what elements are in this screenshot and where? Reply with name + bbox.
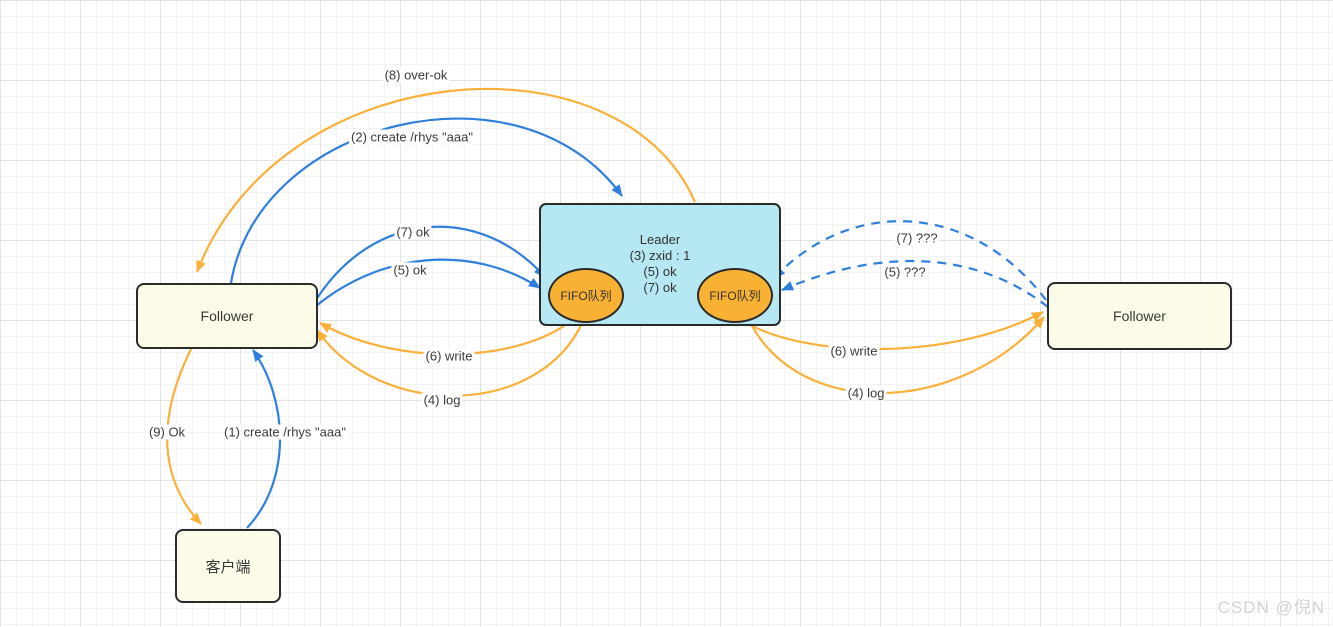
edge-label-5-question: (5) ??? bbox=[882, 264, 928, 280]
edge-8-over-ok bbox=[195, 87, 697, 273]
leader-text: Leader (3) zxid : 1 (5) ok (7) ok bbox=[541, 232, 779, 296]
edge-7-question bbox=[773, 220, 1047, 301]
edge-label-4-log-left: (4) log bbox=[421, 392, 463, 408]
fifo-queue-right-label: FIFO队列 bbox=[709, 289, 761, 303]
edge-5-ok bbox=[315, 258, 541, 307]
client-node: 客户端 bbox=[175, 529, 281, 603]
fifo-queue-right: FIFO队列 bbox=[697, 268, 773, 323]
leader-node: Leader (3) zxid : 1 (5) ok (7) ok FIFO队列… bbox=[539, 203, 781, 326]
edge-1-create-rhys bbox=[246, 349, 282, 529]
edge-label-7-question: (7) ??? bbox=[894, 230, 940, 246]
edge-label-1-create: (1) create /rhys "aaa" bbox=[222, 424, 348, 440]
edge-label-8-over-ok: (8) over-ok bbox=[382, 67, 450, 83]
edge-label-7-ok: (7) ok bbox=[394, 224, 432, 240]
follower-left-node: Follower bbox=[136, 283, 318, 349]
edge-5-question bbox=[781, 259, 1049, 308]
edge-label-6-write-right: (6) write bbox=[828, 343, 880, 359]
edge-9-ok bbox=[166, 344, 202, 525]
fifo-queue-left: FIFO队列 bbox=[548, 268, 624, 323]
follower-right-label: Follower bbox=[1113, 308, 1166, 324]
edge-label-6-write-left: (6) write bbox=[423, 348, 475, 364]
edge-label-9-ok: (9) Ok bbox=[146, 424, 188, 440]
follower-right-node: Follower bbox=[1047, 282, 1232, 350]
follower-left-label: Follower bbox=[200, 308, 254, 324]
edge-label-4-log-right: (4) log bbox=[845, 385, 887, 401]
leader-zxid: (3) zxid : 1 bbox=[629, 248, 691, 263]
edge-2-create-rhys bbox=[229, 117, 623, 284]
edge-4-log-right bbox=[749, 316, 1045, 395]
edge-label-2-create: (2) create /rhys "aaa" bbox=[349, 129, 475, 145]
fifo-queue-left-label: FIFO队列 bbox=[560, 289, 612, 303]
leader-title: Leader bbox=[639, 232, 681, 247]
edge-6-write-right bbox=[741, 311, 1044, 351]
csdn-watermark: CSDN @倪N bbox=[1217, 598, 1325, 617]
leader-ok-7: (7) ok bbox=[643, 280, 677, 295]
edge-label-5-ok: (5) ok bbox=[391, 262, 429, 278]
leader-ok-5: (5) ok bbox=[643, 264, 677, 279]
client-label: 客户端 bbox=[205, 558, 251, 576]
